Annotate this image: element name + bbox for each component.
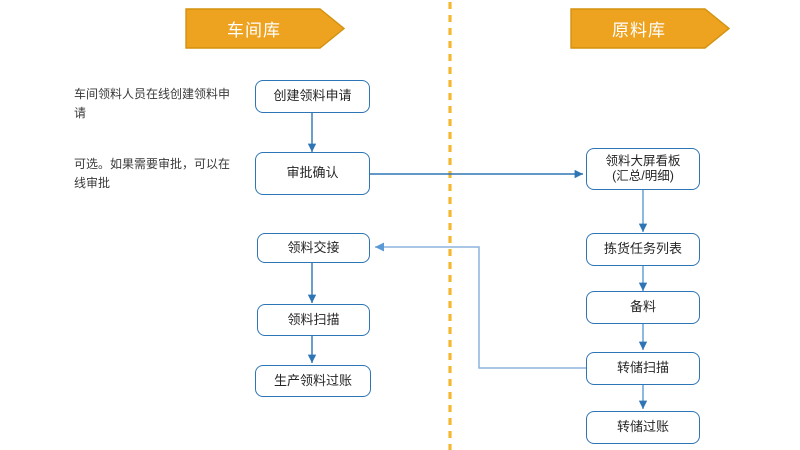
node-approval-confirm-label: 审批确认 bbox=[286, 165, 339, 181]
node-production-posting[interactable]: 生产领料过账 bbox=[255, 365, 371, 397]
lane-banner-material-label: 原料库 bbox=[612, 21, 666, 40]
node-transfer-posting[interactable]: 转储过账 bbox=[586, 411, 700, 444]
lane-banner-workshop: 车间库 bbox=[185, 8, 345, 49]
node-transfer-posting-label: 转储过账 bbox=[616, 419, 669, 435]
note-create-request-text: 车间领料人员在线创建领料申请 bbox=[74, 87, 231, 120]
node-transfer-scan[interactable]: 转储扫描 bbox=[586, 352, 700, 385]
node-material-handover-label: 领料交接 bbox=[287, 239, 340, 255]
node-create-request[interactable]: 创建领料申请 bbox=[255, 80, 370, 113]
node-approval-confirm[interactable]: 审批确认 bbox=[255, 152, 370, 195]
node-picking-task-list-label: 拣货任务列表 bbox=[603, 241, 682, 257]
node-material-scan-label: 领料扫描 bbox=[287, 311, 340, 327]
banner-arrow-shape bbox=[185, 8, 345, 49]
lane-banner-material: 原料库 bbox=[570, 8, 730, 49]
node-material-scan[interactable]: 领料扫描 bbox=[257, 304, 370, 336]
node-material-handover[interactable]: 领料交接 bbox=[257, 233, 370, 263]
node-dashboard-sublabel: (汇总/明细) bbox=[612, 169, 674, 183]
node-create-request-label: 创建领料申请 bbox=[273, 88, 352, 104]
node-prepare-material[interactable]: 备料 bbox=[586, 291, 700, 324]
node-picking-task-list[interactable]: 拣货任务列表 bbox=[586, 233, 700, 266]
note-approval: 可选。如果需要审批，可以在线审批 bbox=[74, 155, 234, 192]
node-dashboard[interactable]: 领料大屏看板 (汇总/明细) bbox=[586, 148, 700, 190]
note-create-request: 车间领料人员在线创建领料申请 bbox=[74, 85, 234, 122]
lane-banner-workshop-label: 车间库 bbox=[227, 21, 281, 40]
node-dashboard-label: 领料大屏看板 bbox=[605, 154, 681, 168]
note-approval-text: 可选。如果需要审批，可以在线审批 bbox=[74, 157, 231, 190]
arrow-transferscan-to-handover bbox=[375, 242, 586, 369]
banner-arrow-shape bbox=[570, 8, 730, 49]
node-transfer-scan-label: 转储扫描 bbox=[616, 360, 669, 376]
node-prepare-material-label: 备料 bbox=[629, 299, 656, 315]
node-production-posting-label: 生产领料过账 bbox=[273, 372, 352, 388]
